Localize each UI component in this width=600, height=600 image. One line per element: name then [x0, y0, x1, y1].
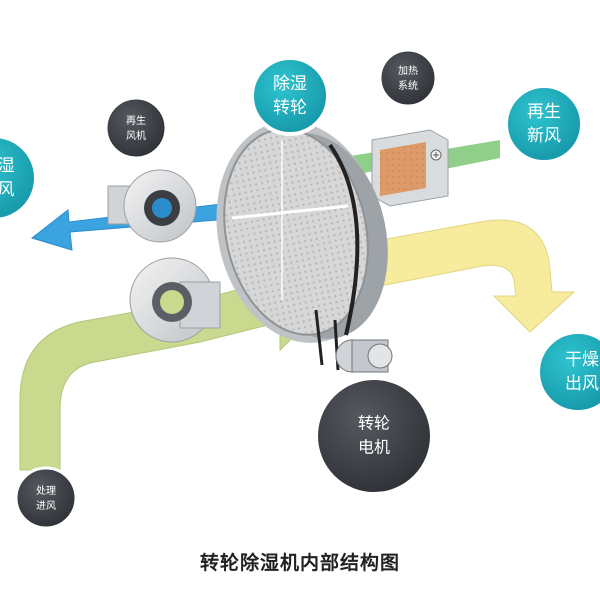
- dry-outlet-line2: 出风: [565, 374, 599, 394]
- wet-exhaust-line2: 风: [0, 180, 15, 200]
- heating-system-circle: 加热 系统: [378, 48, 438, 108]
- heater-box: [371, 129, 449, 207]
- process-inlet-line2: 进风: [36, 500, 56, 512]
- regen-fan-circle: 再生 风机: [104, 96, 168, 160]
- heating-system-line1: 加热: [398, 64, 418, 77]
- wet-exhaust-line1: 湿: [0, 156, 15, 176]
- wheel-label-circle: 除湿 转轮: [250, 56, 330, 136]
- diagram-caption: 转轮除湿机内部结构图: [199, 552, 400, 574]
- process-inlet-line1: 处理: [36, 485, 56, 497]
- dry-air-duct: [369, 219, 576, 333]
- heating-system-line2: 系统: [398, 79, 418, 92]
- wheel-motor-line1: 转轮: [358, 414, 390, 433]
- regen-air-pipe: [440, 140, 500, 170]
- regen-fan-line1: 再生: [126, 114, 146, 127]
- regen-fan-line2: 风机: [126, 129, 146, 142]
- desiccant-wheel: [216, 121, 388, 343]
- wet-exhaust-circle: 湿 风: [0, 134, 38, 222]
- process-fan: [129, 257, 221, 343]
- regen-fresh-air-line2: 新风: [527, 126, 561, 146]
- wheel-label-line2: 转轮: [273, 98, 307, 118]
- process-inlet-circle: 处理 进风: [14, 466, 78, 530]
- wheel-motor-circle: 转轮 电机: [314, 376, 434, 496]
- dry-outlet-line1: 干燥: [565, 350, 599, 370]
- dry-outlet-circle: 干燥 出风: [536, 330, 600, 414]
- wheel-motor: [314, 309, 393, 373]
- regen-fan: [107, 169, 197, 243]
- regen-fresh-air-line1: 再生: [527, 102, 561, 122]
- wheel-label-line1: 除湿: [273, 74, 307, 94]
- regen-fresh-air-circle: 再生 新风: [504, 84, 584, 164]
- wheel-motor-line2: 电机: [358, 438, 390, 457]
